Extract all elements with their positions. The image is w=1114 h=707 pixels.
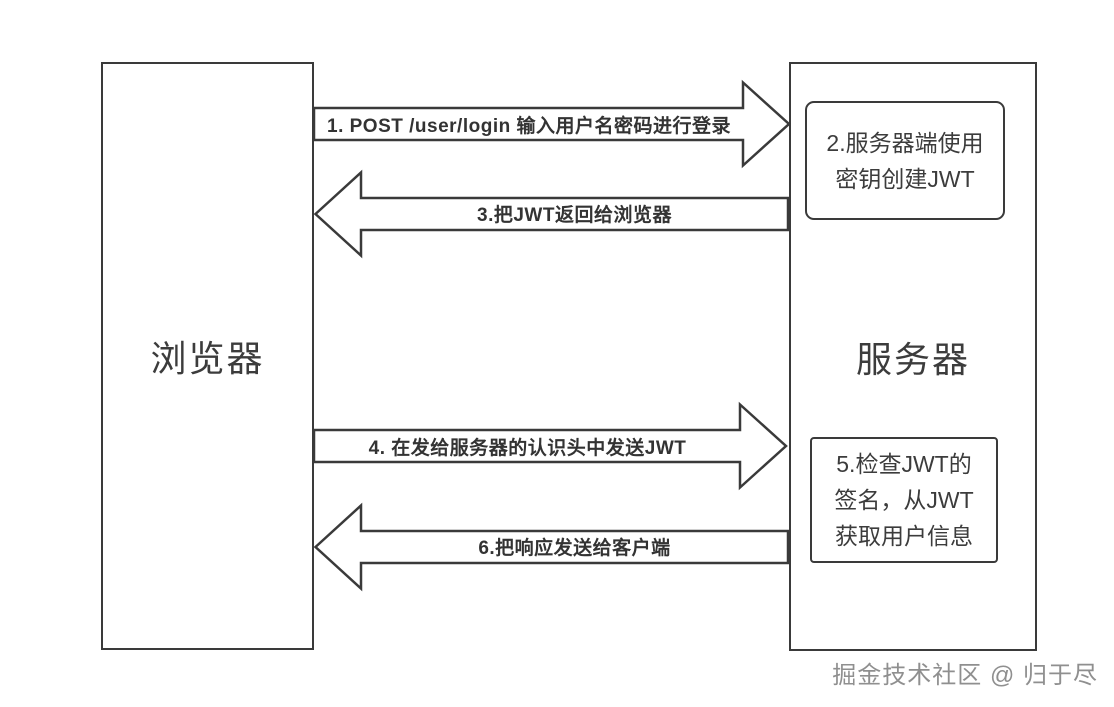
browser-label: 浏览器: [150, 338, 265, 379]
arrow-step4-label: 4. 在发给服务器的认识头中发送JWT: [368, 438, 687, 459]
note-step5-line1: 5.检查JWT的: [836, 451, 972, 477]
note-step2-line1: 2.服务器端使用: [826, 129, 984, 156]
note-step2-line2: 密钥创建JWT: [835, 165, 975, 192]
arrow-step3-label: 3.把JWT返回给浏览器: [477, 205, 672, 226]
note-step2: 2.服务器端使用 密钥创建JWT: [805, 101, 1005, 220]
note-step5: 5.检查JWT的 签名，从JWT 获取用户信息: [810, 437, 998, 563]
note-step5-line3: 获取用户信息: [835, 523, 973, 549]
arrow-right-shape: [312, 79, 791, 169]
arrow-right-step1: [312, 79, 791, 169]
note-step5-line2: 签名，从JWT: [834, 487, 974, 513]
arrow-left-shape: [313, 169, 790, 259]
browser-box: 浏览器: [101, 62, 314, 650]
arrow-step1-label: 1. POST /user/login 输入用户名密码进行登录: [327, 116, 731, 137]
watermark: 掘金技术社区 @ 归于尽: [832, 662, 1098, 689]
arrow-left-step3: [313, 169, 790, 259]
arrow-right-shape: [312, 401, 788, 491]
server-label: 服务器: [855, 338, 970, 380]
arrow-left-step6: [313, 502, 790, 592]
arrow-left-shape: [313, 502, 790, 592]
arrow-right-step4: [312, 401, 788, 491]
arrow-step6-label: 6.把响应发送给客户端: [478, 538, 671, 559]
